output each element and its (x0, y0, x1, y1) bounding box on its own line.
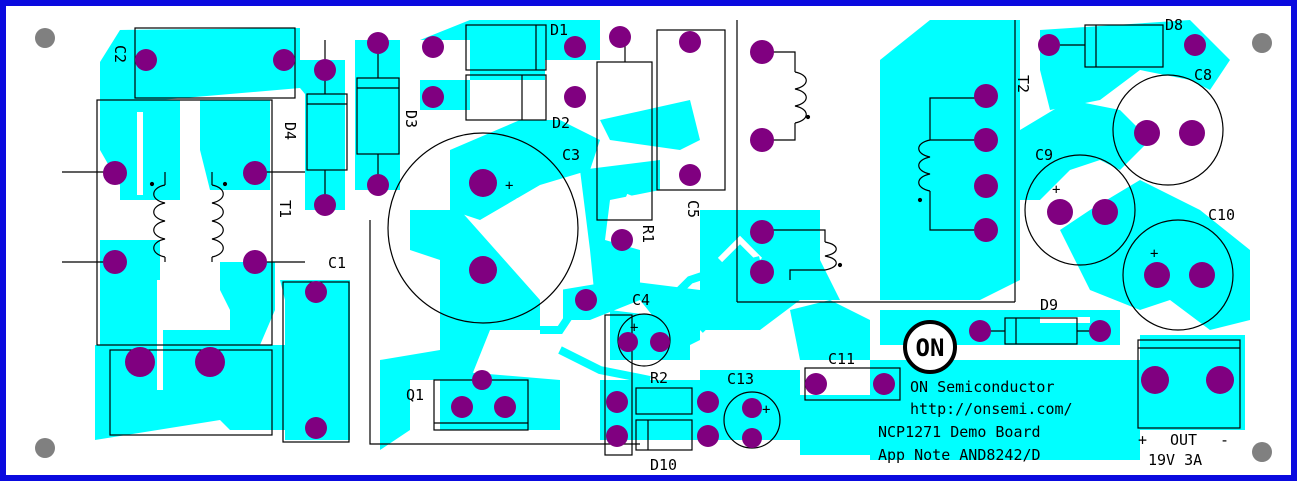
label-r1: R1 (639, 225, 657, 243)
label-d10: D10 (650, 456, 677, 474)
copper-c5-trace (600, 100, 700, 150)
label-q1: Q1 (406, 386, 424, 404)
t2-coil-right (918, 139, 931, 192)
label-c4: C4 (632, 291, 650, 309)
label-c2: C2 (111, 45, 129, 63)
label-d9: D9 (1040, 296, 1058, 314)
label-d3: D3 (402, 110, 420, 128)
d4-outline (306, 93, 348, 171)
silkscreen-layer (62, 20, 1241, 456)
c2-outline (134, 27, 296, 99)
copper-bottom-right (870, 360, 1140, 460)
polarity-c4: + (630, 320, 638, 336)
copper-center-large (380, 210, 540, 450)
mounting-hole-bottom-left (35, 438, 55, 458)
d10-outline (635, 419, 693, 451)
label-c1: C1 (328, 254, 346, 272)
label-c8: C8 (1194, 66, 1212, 84)
label-c10: C10 (1208, 206, 1235, 224)
output-out: OUT (1170, 431, 1197, 449)
polarity-c9: + (1052, 182, 1060, 198)
board-info: ON Semiconductor http://onsemi.com/ NCP1… (878, 378, 1073, 464)
copper-right-mid (1020, 100, 1150, 200)
polarity-c10: + (1150, 246, 1158, 262)
label-c13: C13 (727, 370, 754, 388)
output-labels: + OUT - 19V 3A (1138, 431, 1229, 469)
output-terminal-outline (1137, 339, 1241, 429)
copper-center-right-lower (790, 300, 870, 360)
copper-lower-right-strip (800, 395, 870, 455)
label-c11: C11 (828, 350, 855, 368)
copper-t2-pour (880, 20, 1020, 300)
info-board: NCP1271 Demo Board (878, 423, 1041, 441)
on-logo: ON (903, 320, 957, 374)
copper-center-top (420, 20, 600, 80)
pads (103, 26, 1234, 448)
t2-coil-lower (824, 241, 837, 271)
label-t1: T1 (276, 200, 294, 218)
polarity-marks: + + + + + (505, 178, 1158, 418)
label-t2: T2 (1014, 75, 1032, 93)
mounting-hole-bottom-right (1252, 442, 1272, 462)
copper-left-mid (120, 100, 180, 200)
bottom-left-outline (109, 349, 273, 436)
d8-outline (1084, 24, 1164, 68)
copper-c1-pad (280, 280, 350, 440)
c10-outline (1122, 219, 1234, 331)
info-url: http://onsemi.com/ (910, 400, 1073, 418)
polarity-c13: + (762, 402, 770, 418)
t1-outline (96, 99, 273, 346)
c5-outline (656, 29, 726, 191)
copper-left-bottom (100, 240, 275, 345)
t1-coil-left (153, 184, 166, 258)
mounting-hole-top-left (35, 28, 55, 48)
c4-outline (617, 313, 671, 367)
output-plus: + (1138, 431, 1147, 449)
on-logo-text: ON (916, 334, 945, 362)
label-d1: D1 (550, 21, 568, 39)
label-d2: D2 (552, 114, 570, 132)
t1-coil-right (211, 184, 224, 258)
component-labels: C2 T1 D4 D3 D1 D2 C3 R1 C5 T2 C1 C4 Q1 R… (111, 16, 1235, 474)
d2-outline (465, 74, 547, 121)
copper-d8-area (1040, 20, 1230, 110)
info-company: ON Semiconductor (910, 378, 1055, 396)
copper-r1-area (580, 160, 660, 300)
c9-outline (1024, 154, 1136, 266)
label-d8: D8 (1165, 16, 1183, 34)
d1-outline (465, 24, 547, 71)
label-d4: D4 (281, 122, 299, 140)
output-minus: - (1220, 431, 1229, 449)
copper-layer (95, 20, 1250, 460)
label-r2: R2 (650, 369, 668, 387)
t2-coil-upper (794, 71, 807, 124)
mounting-hole-top-right (1252, 33, 1272, 53)
r2-outline (635, 387, 693, 415)
label-c9: C9 (1035, 146, 1053, 164)
label-c3: C3 (562, 146, 580, 164)
copper-out-area (1140, 335, 1245, 430)
c3-outline (387, 132, 579, 324)
label-c5: C5 (684, 200, 702, 218)
isolation-traces (137, 110, 1090, 390)
mounting-holes (35, 28, 1272, 462)
c8-outline (1112, 74, 1224, 186)
copper-r2-area (600, 380, 720, 440)
output-rating: 19V 3A (1148, 451, 1202, 469)
polarity-c3: + (505, 178, 513, 194)
info-appnote: App Note AND8242/D (878, 446, 1041, 464)
